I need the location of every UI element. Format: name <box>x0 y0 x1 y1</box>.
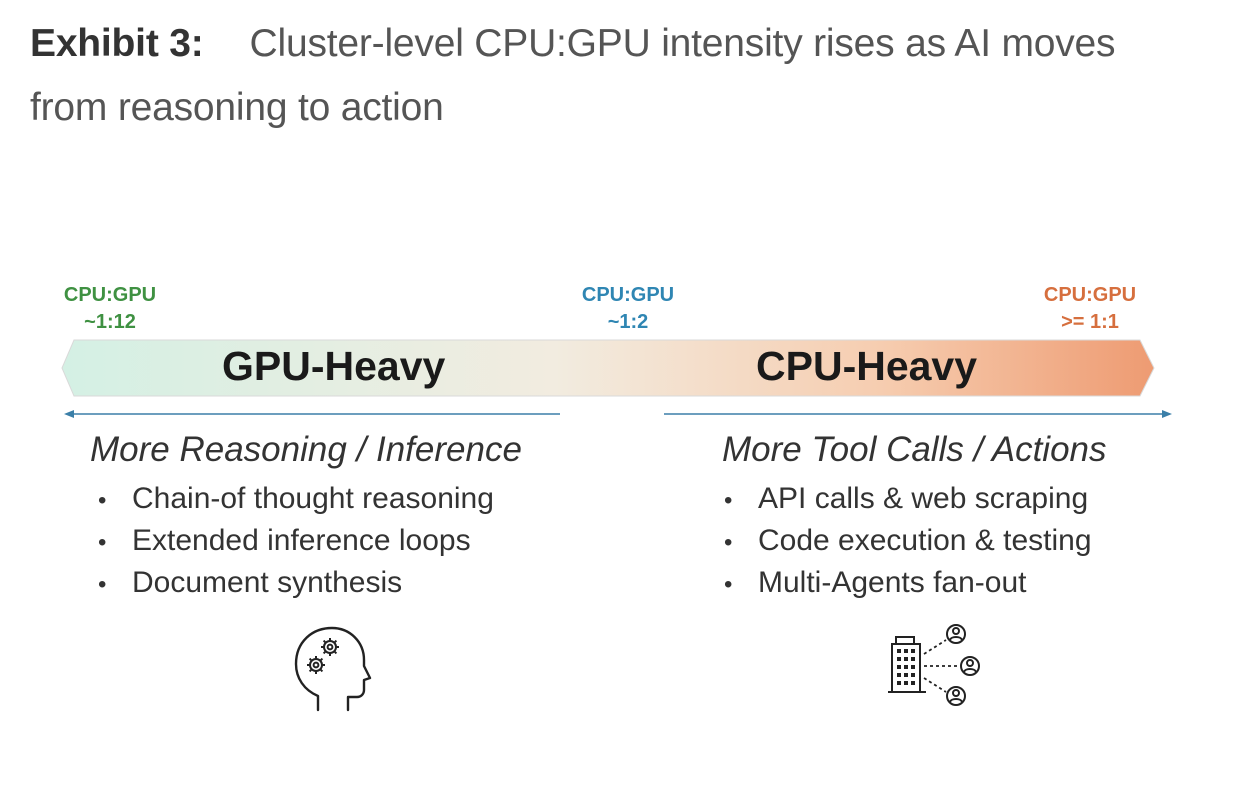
list-item: Multi-Agents fan-out <box>724 562 1092 604</box>
spectrum-band <box>61 339 1155 397</box>
list-item: Chain-of thought reasoning <box>98 478 494 520</box>
reasoning-list: Chain-of thought reasoning Extended infe… <box>98 478 494 604</box>
actions-heading: More Tool Calls / Actions <box>722 430 1107 469</box>
direction-arrows <box>64 410 1172 418</box>
title-text: Cluster-level CPU:GPU intensity rises as… <box>249 22 1116 65</box>
list-item: API calls & web scraping <box>724 478 1092 520</box>
reasoning-heading: More Reasoning / Inference <box>90 430 522 469</box>
ratio-value: ~1:12 <box>84 311 136 333</box>
ratio-label: CPU:GPU <box>581 284 675 306</box>
building-agents-icon <box>888 624 980 706</box>
head-gears-icon <box>294 626 372 712</box>
ratio-label: CPU:GPU <box>63 284 157 306</box>
ratio-balanced: CPU:GPU ~1:2 <box>548 282 708 336</box>
ratio-gpu-heavy: CPU:GPU ~1:12 <box>30 282 190 336</box>
gpu-heavy-label: GPU-Heavy <box>222 343 446 389</box>
ratio-value: >= 1:1 <box>1061 311 1119 333</box>
list-item: Code execution & testing <box>724 520 1092 562</box>
actions-list: API calls & web scraping Code execution … <box>724 478 1092 604</box>
list-item: Document synthesis <box>98 562 494 604</box>
list-item: Extended inference loops <box>98 520 494 562</box>
cpu-heavy-label: CPU-Heavy <box>756 343 978 389</box>
title-line-2: from reasoning to action <box>30 86 444 129</box>
title-line-1: Exhibit 3: Cluster-level CPU:GPU intensit… <box>30 22 1116 66</box>
right-arrow <box>664 410 1172 418</box>
ratio-cpu-heavy: CPU:GPU >= 1:1 <box>1010 282 1170 336</box>
left-arrow <box>64 410 560 418</box>
exhibit-label: Exhibit 3: <box>30 22 204 65</box>
ratio-value: ~1:2 <box>607 311 649 333</box>
ratio-label: CPU:GPU <box>1043 284 1137 306</box>
